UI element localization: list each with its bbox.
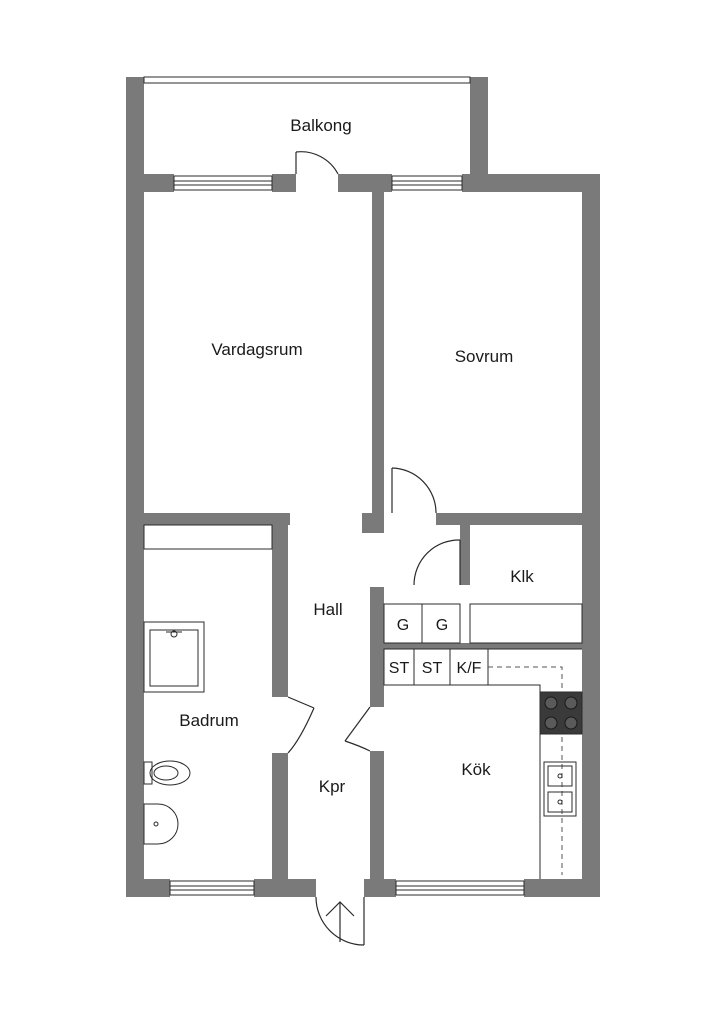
room-label-hall: Hall xyxy=(313,600,342,619)
klk-shelf xyxy=(469,603,583,644)
bath-shelf xyxy=(143,524,273,550)
room-label-kok: Kök xyxy=(461,760,491,779)
balcony-railing xyxy=(143,76,471,84)
entrance-arrow-icon xyxy=(325,901,355,942)
shower-icon xyxy=(143,621,205,693)
window-badrum xyxy=(169,880,255,896)
window-vardagsrum xyxy=(173,175,273,191)
storage-label-kf: K/F xyxy=(457,660,482,677)
storage-labels: G G ST ST K/F xyxy=(389,617,482,677)
storage-label-st1: ST xyxy=(389,660,410,677)
kitchen-counter xyxy=(488,648,582,879)
room-label-badrum: Badrum xyxy=(179,711,239,730)
door-badrum xyxy=(287,696,315,754)
storage-label-g2: G xyxy=(436,617,448,634)
storage-label-g1: G xyxy=(397,617,409,634)
door-sovrum xyxy=(391,467,437,514)
door-kok xyxy=(344,706,371,752)
door-klk xyxy=(413,539,461,586)
storage-label-st2: ST xyxy=(422,660,443,677)
door-entrance xyxy=(315,896,365,946)
sink-icon xyxy=(143,803,179,845)
room-label-vardagsrum: Vardagsrum xyxy=(211,340,302,359)
outer-walls xyxy=(126,77,600,897)
storage-g-cabinets xyxy=(383,603,461,644)
interior-walls xyxy=(144,192,582,879)
windows xyxy=(143,76,525,896)
room-label-kpr: Kpr xyxy=(319,777,346,796)
window-sovrum xyxy=(391,175,463,191)
kitchen-sink-icon xyxy=(543,761,577,817)
room-labels: Balkong Vardagsrum Sovrum Hall Klk Badru… xyxy=(179,116,534,796)
toilet-icon xyxy=(143,760,191,786)
door-balkong xyxy=(295,151,339,175)
stove-icon xyxy=(539,691,583,735)
window-kok xyxy=(395,880,525,896)
room-label-balkong: Balkong xyxy=(290,116,351,135)
doors xyxy=(287,151,461,946)
room-label-klk: Klk xyxy=(510,567,534,586)
room-label-sovrum: Sovrum xyxy=(455,347,514,366)
